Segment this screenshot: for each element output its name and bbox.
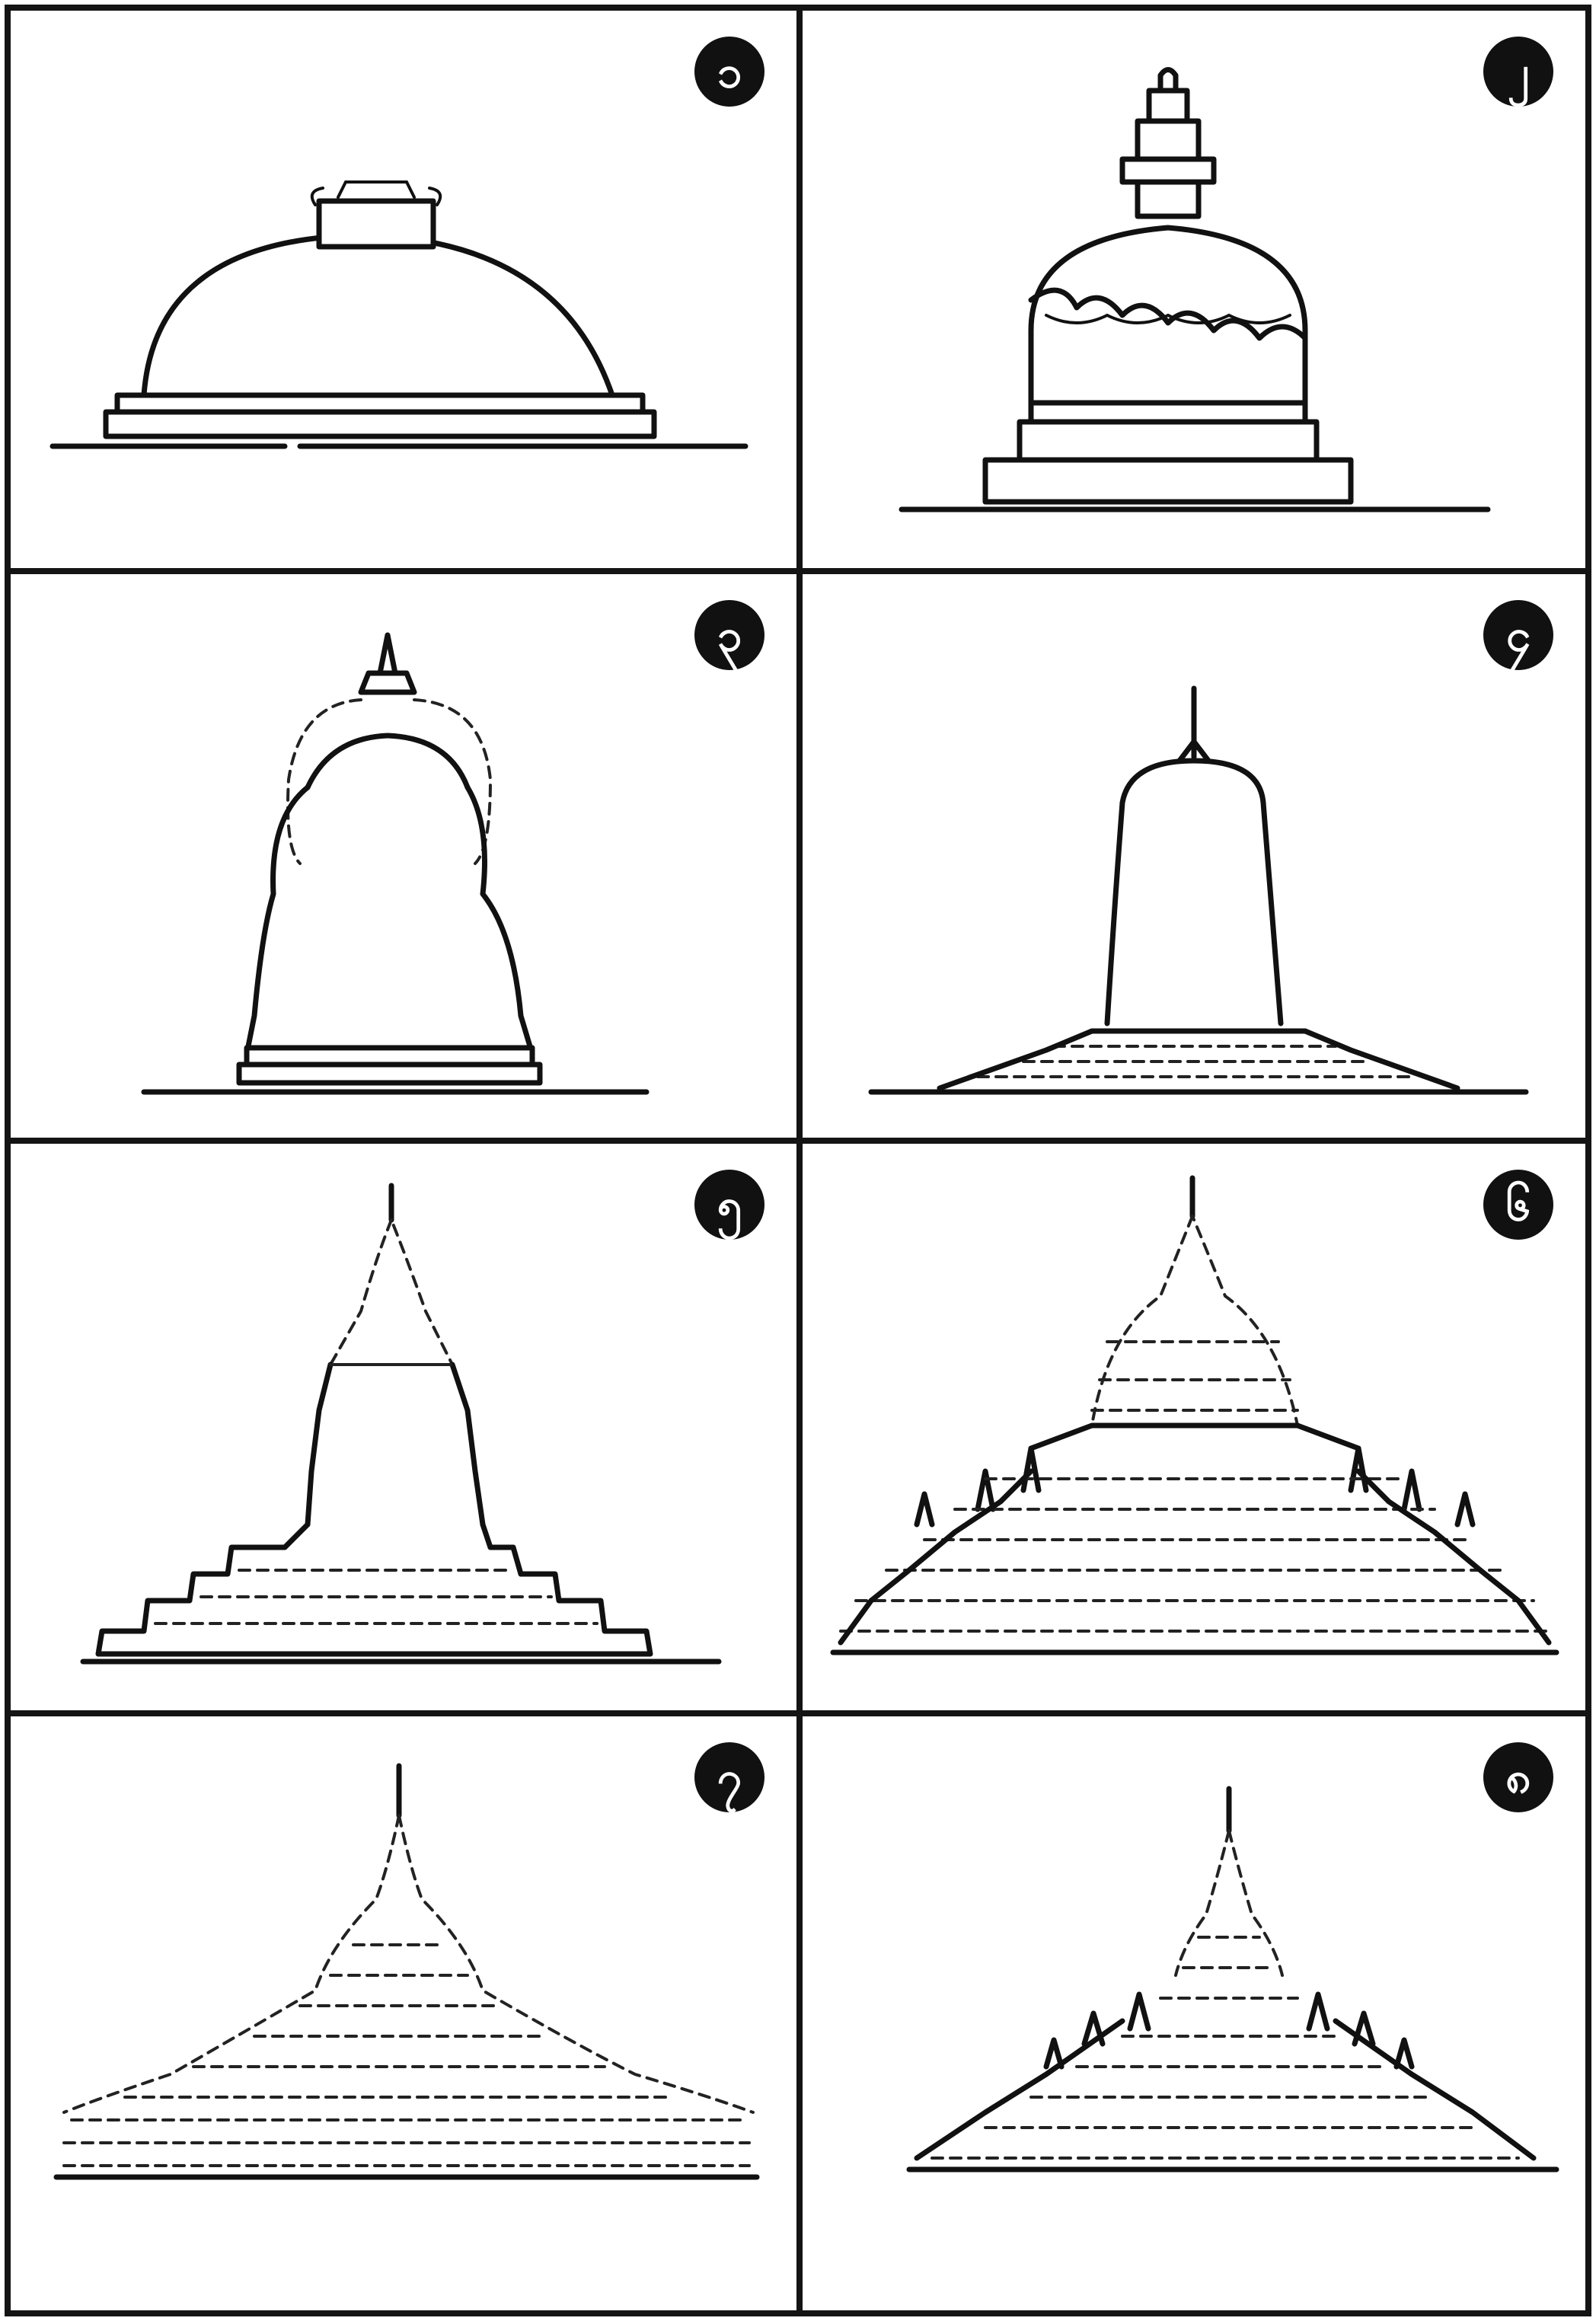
broad-pagoda-drawing [11, 1716, 796, 2304]
bell-stupa-garland-drawing [803, 11, 1585, 568]
panel-3-bulbous-stupa: ၃ [11, 574, 803, 1144]
panel-2-bell-stupa-garland: ၂ [803, 11, 1585, 574]
panel-4-bell-on-terrace: ၄ [803, 574, 1585, 1144]
panel-7-broad-pagoda: ၇ [11, 1716, 803, 2310]
panel-6-ornate-stupa-spires: ၆ [803, 1144, 1585, 1716]
bell-on-terrace-drawing [803, 574, 1585, 1138]
bulbous-stupa-drawing [11, 574, 796, 1138]
panel-8-spired-pagoda: ၈ [803, 1716, 1585, 2310]
panel-5-conical-stepped: ၅ [11, 1144, 803, 1716]
conical-stepped-drawing [11, 1144, 796, 1710]
panel-1-hemispherical-stupa: ၁ [11, 11, 803, 574]
stupa-evolution-grid: ၁ ၂ ၃ [5, 5, 1591, 2316]
ornate-stupa-drawing [803, 1144, 1585, 1710]
hemispherical-stupa-drawing [11, 11, 796, 568]
spired-pagoda-drawing [803, 1716, 1585, 2304]
